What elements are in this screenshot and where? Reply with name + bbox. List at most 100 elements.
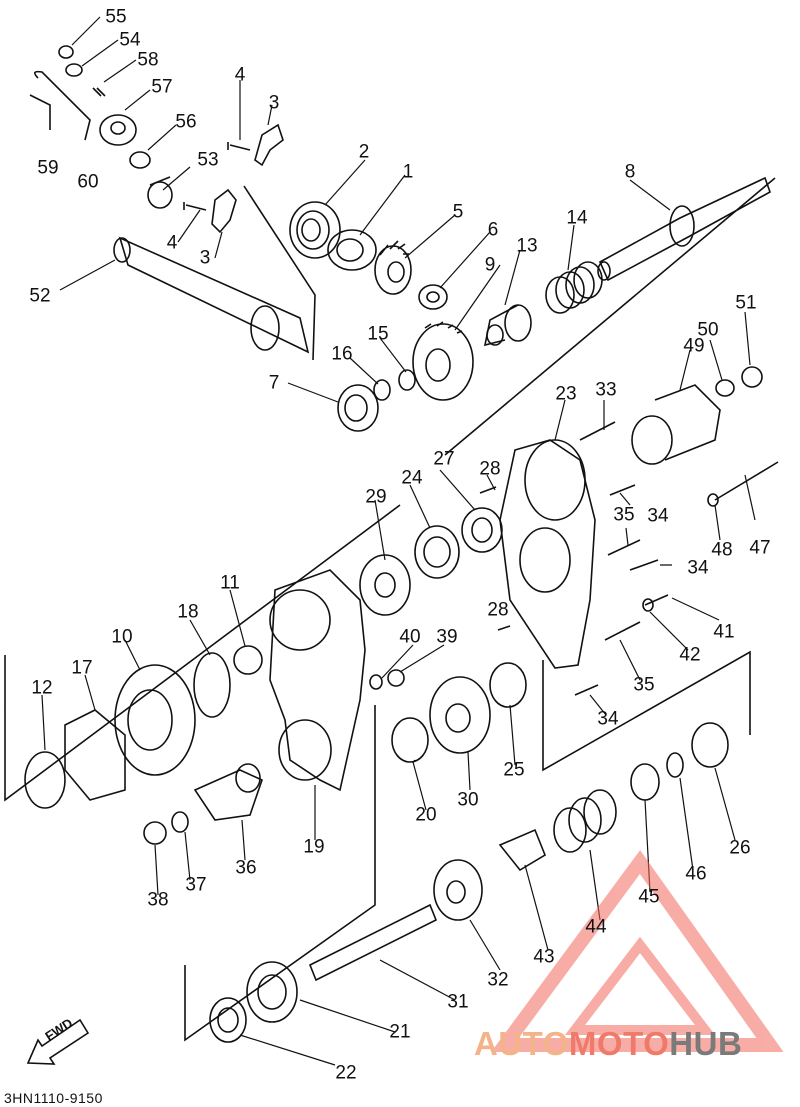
callout-part-49: 49 [683, 335, 705, 357]
yoke-49 [631, 384, 721, 465]
callout-part-25: 25 [503, 759, 525, 781]
gear-29 [359, 554, 411, 616]
washer-50 [715, 379, 735, 397]
callout-part-35: 35 [633, 674, 655, 696]
callout-part-27: 27 [433, 448, 455, 470]
bolt-4-lower [183, 202, 207, 211]
clutch-dog-13 [483, 304, 532, 347]
spring-14 [545, 261, 603, 314]
bolt-35-upper [607, 539, 641, 556]
callout-part-12: 12 [31, 677, 53, 699]
housing-19 [269, 569, 366, 792]
watermark-auto: AUTO [474, 1025, 569, 1062]
pin-28-lower [497, 625, 511, 631]
nut-51 [741, 366, 763, 388]
bearing-7 [337, 384, 379, 432]
callout-part-57: 57 [151, 76, 173, 98]
callout-part-44: 44 [585, 916, 607, 938]
bearing-26 [691, 722, 729, 768]
callout-part-34: 34 [597, 708, 619, 730]
callout-part-45: 45 [638, 886, 660, 908]
callout-part-36: 36 [235, 857, 257, 879]
callout-part-1: 1 [402, 161, 414, 183]
callout-part-53: 53 [197, 149, 219, 171]
callout-part-55: 55 [105, 6, 127, 28]
washer-42 [642, 598, 654, 612]
watermark-moto: MOTO [568, 1025, 670, 1062]
leader-lines [41, 16, 756, 1066]
callout-part-4: 4 [234, 64, 246, 86]
callout-part-33: 33 [595, 379, 617, 401]
callout-part-9: 9 [484, 254, 496, 276]
bolt-41 [644, 594, 669, 606]
bevel-gear-5 [374, 240, 412, 295]
bearing-2 [289, 201, 341, 259]
washer-40 [369, 674, 383, 690]
callout-part-59: 59 [37, 157, 59, 179]
callout-part-24: 24 [401, 467, 423, 489]
seal-27 [461, 507, 503, 553]
shaft-31 [308, 903, 438, 982]
washer-37 [171, 811, 189, 833]
circlip-46 [666, 752, 684, 778]
lever-57 [99, 114, 137, 146]
bearing-25 [489, 662, 527, 708]
bolt-34-c [574, 684, 599, 696]
callout-part-17: 17 [71, 657, 93, 679]
callout-part-19: 19 [303, 836, 325, 858]
yoke-36 [193, 763, 263, 821]
callout-part-28: 28 [487, 599, 509, 621]
oring-56 [129, 151, 151, 169]
nut-6 [418, 284, 448, 310]
washer-54 [65, 63, 83, 77]
callout-part-14: 14 [566, 207, 588, 229]
callout-part-60: 60 [77, 171, 99, 193]
callout-part-50: 50 [697, 319, 719, 341]
seal-1 [327, 229, 377, 271]
group-bracket-upper-right [444, 177, 776, 456]
callout-part-30: 30 [457, 789, 479, 811]
callout-part-54: 54 [119, 29, 141, 51]
spring-44 [553, 789, 617, 853]
bolt-34-b [629, 559, 659, 571]
watermark-hub: HUB [669, 1025, 743, 1062]
callout-part-3: 3 [268, 92, 280, 114]
group-bracket-lower-right [542, 650, 751, 772]
callout-part-7: 7 [268, 372, 280, 394]
nut-39 [387, 669, 405, 687]
bolt-33 [579, 421, 616, 441]
callout-part-52: 52 [29, 285, 51, 307]
callout-part-41: 41 [713, 621, 735, 643]
gasket-17 [64, 709, 126, 801]
diagram-code: 3HN1110-9150 [4, 1090, 103, 1106]
group-bracket-shaft [184, 705, 376, 1042]
callout-part-56: 56 [175, 111, 197, 133]
callout-part-35: 35 [613, 504, 635, 526]
callout-part-47: 47 [749, 537, 771, 559]
group-bracket-top [243, 185, 316, 361]
callout-part-13: 13 [516, 235, 538, 257]
callout-part-23: 23 [555, 383, 577, 405]
spring-60 [34, 70, 91, 141]
callout-part-42: 42 [679, 644, 701, 666]
bearing-housing-10 [114, 664, 196, 776]
callout-part-34: 34 [687, 557, 709, 579]
callout-part-31: 31 [447, 991, 469, 1013]
callout-part-20: 20 [415, 804, 437, 826]
callout-part-28: 28 [479, 458, 501, 480]
clutch-dog-43 [498, 828, 546, 872]
callout-part-32: 32 [487, 969, 509, 991]
oring-18 [193, 652, 231, 718]
callout-part-40: 40 [399, 626, 421, 648]
callout-part-22: 22 [335, 1062, 357, 1084]
callout-part-51: 51 [735, 292, 757, 314]
shaft-8 [597, 176, 771, 282]
callout-part-2: 2 [358, 141, 370, 163]
callout-part-8: 8 [624, 161, 636, 183]
callout-part-16: 16 [331, 343, 353, 365]
ring-gear-9 [412, 321, 474, 401]
gear-30 [429, 676, 491, 754]
seal-22 [209, 997, 247, 1043]
watermark-logo [491, 850, 784, 1052]
